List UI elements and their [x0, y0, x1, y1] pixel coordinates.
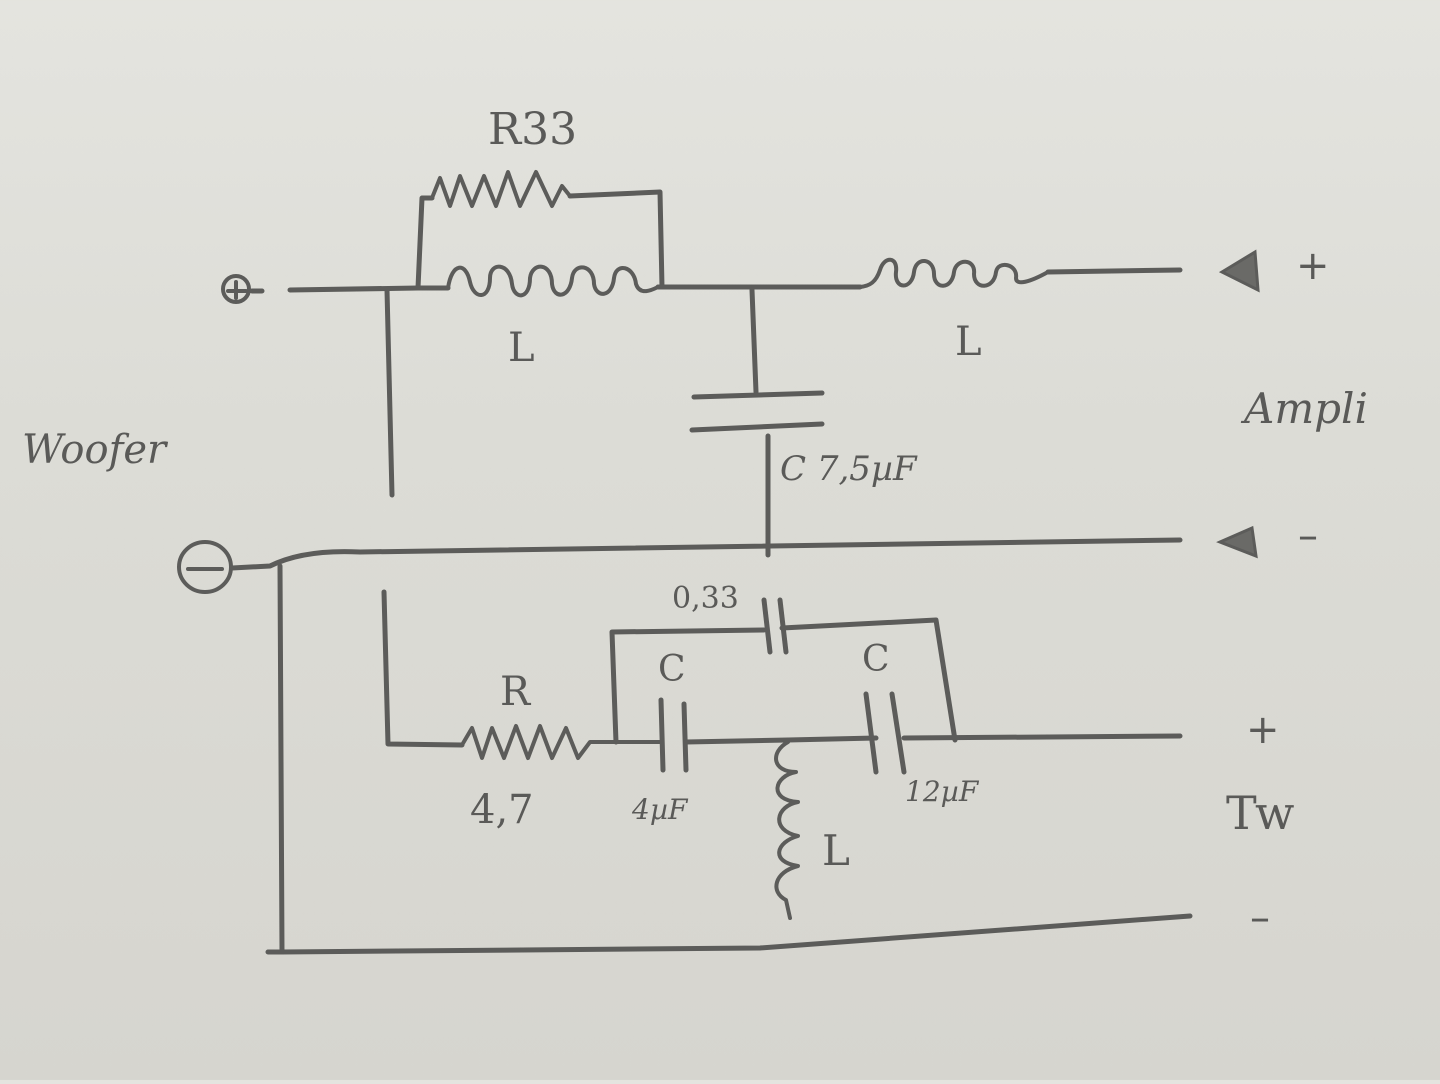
capacitor-c-main — [689, 287, 825, 558]
inductor-l3 — [774, 740, 800, 920]
label-cap-bypass: 0,33 — [672, 581, 739, 616]
wire-minus-line — [229, 537, 1183, 571]
label-amp-plus: + — [1296, 243, 1330, 289]
wire-tweeter-feed — [381, 589, 465, 748]
label-tw-plus: + — [1246, 707, 1280, 753]
label-cap-a-value: 4µF — [632, 793, 688, 826]
capacitor-4uf — [658, 697, 791, 773]
label-inductor-l1: L — [508, 325, 535, 371]
inductor-l2 — [858, 257, 1050, 289]
wire-tweeter-ground — [265, 563, 1193, 955]
label-cap-b-value: 12µF — [905, 775, 979, 808]
label-cap-a-symbol: C — [658, 649, 686, 690]
wire-bypass-loop — [609, 617, 958, 745]
label-inductor-l3: L — [822, 826, 850, 875]
inductor-l1 — [446, 264, 660, 298]
amp-minus-arrow — [1216, 525, 1258, 559]
label-capacitor-main: C 7,5µF — [780, 449, 917, 489]
label-resistor-tw-symbol: R — [500, 669, 531, 715]
wire-plus-line — [249, 267, 1183, 294]
label-woofer: Woofer — [22, 427, 167, 473]
resistor-r-4-7 — [460, 724, 664, 760]
label-cap-b-symbol: C — [862, 639, 890, 680]
wire-woofer-left-vertical — [384, 287, 395, 498]
capacitor-12uf — [785, 691, 1183, 775]
woofer-plus-terminal — [221, 274, 251, 304]
label-amplifier: Ampli — [1244, 384, 1368, 433]
label-r33: R33 — [488, 104, 578, 155]
label-amp-minus: – — [1298, 513, 1318, 559]
label-resistor-tw-value: 4,7 — [470, 787, 534, 833]
capacitor-0-33 — [761, 597, 789, 655]
amp-plus-arrow — [1218, 249, 1260, 293]
woofer-minus-terminal — [177, 540, 233, 594]
label-tweeter: Tw — [1226, 786, 1295, 840]
label-inductor-l2: L — [955, 319, 982, 365]
resistor-r33 — [430, 170, 572, 208]
label-tw-minus: – — [1250, 895, 1270, 941]
wire-r33-bypass — [415, 189, 665, 291]
